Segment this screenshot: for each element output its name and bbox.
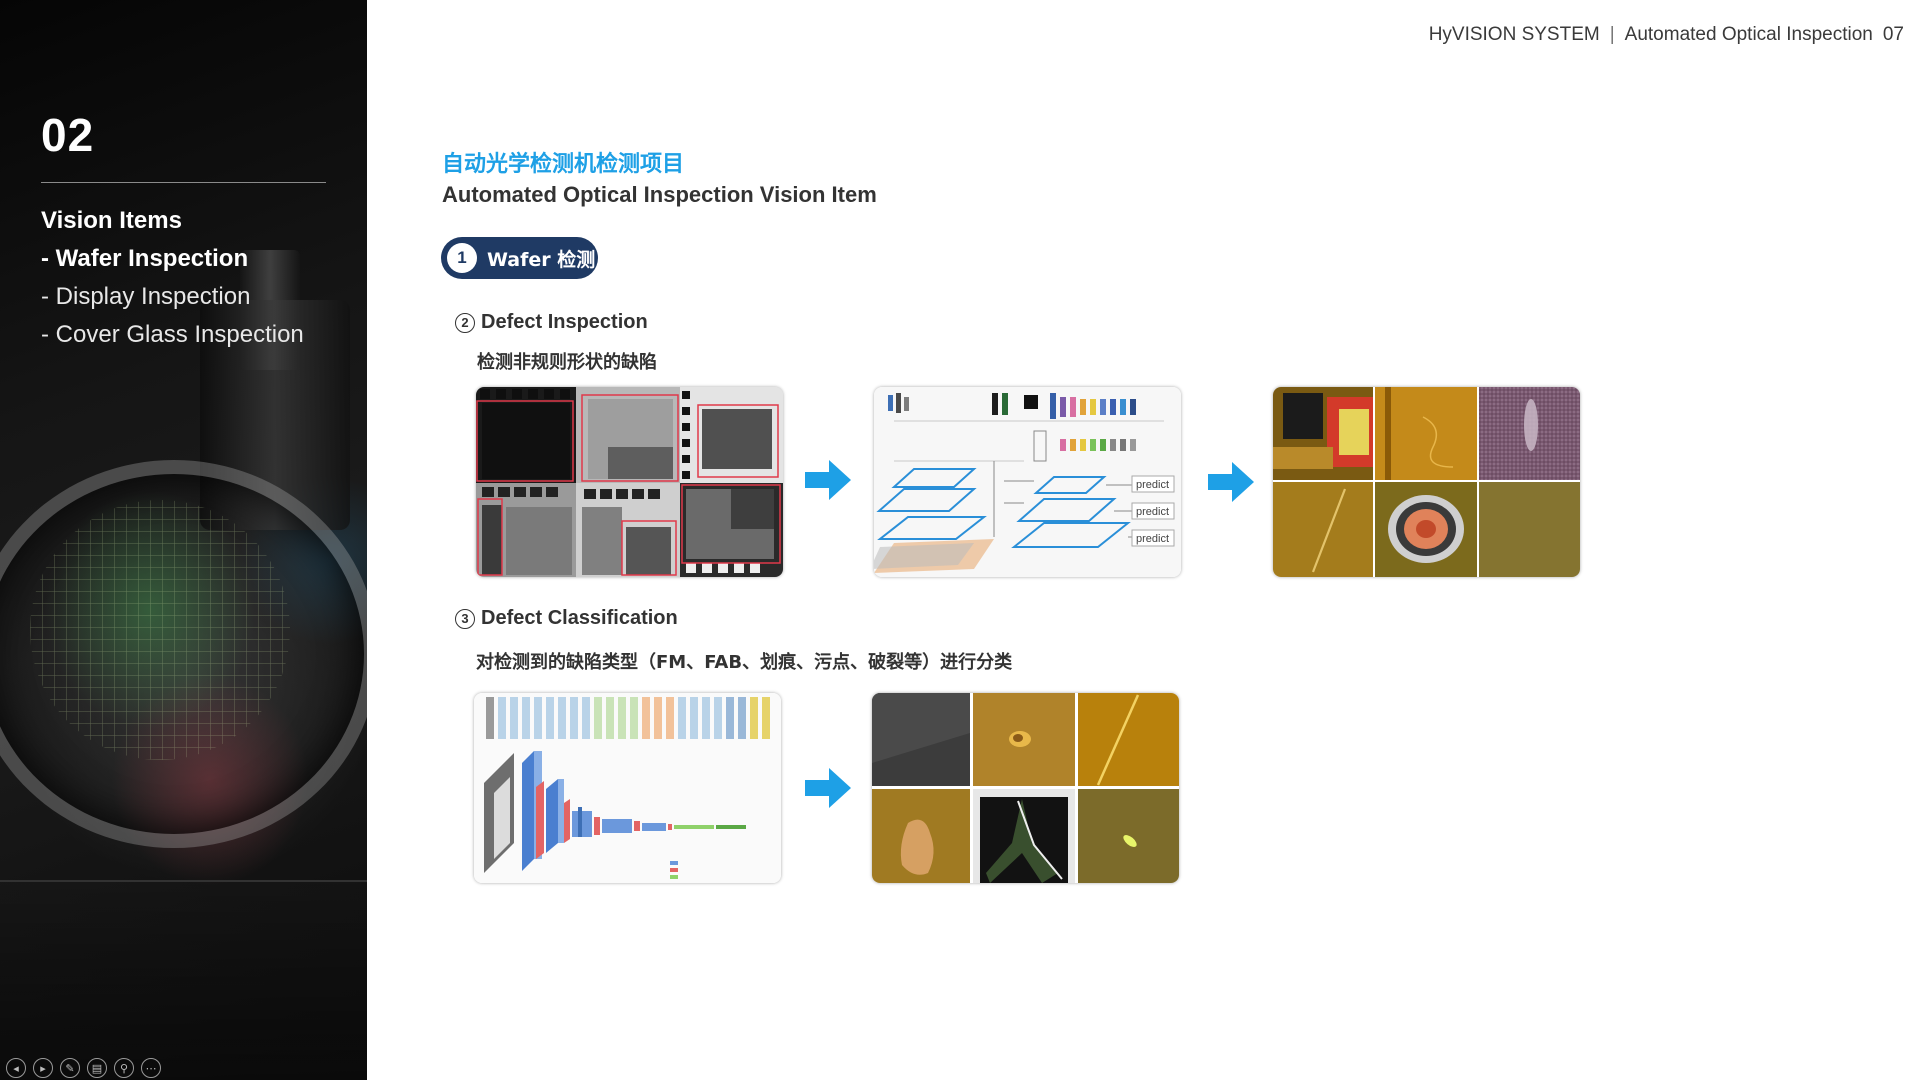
pen-icon[interactable]: ✎ [60,1058,80,1078]
nav-item-wafer-inspection[interactable]: - Wafer Inspection [41,245,249,272]
step-marker: 2 [455,312,475,333]
step-marker: 3 [455,608,475,629]
nav-item-display-inspection[interactable]: - Display Inspection [41,283,251,310]
stage-image [0,880,367,1080]
arrow-right-icon [1208,462,1254,502]
slides-icon[interactable]: ▤ [87,1058,107,1078]
section-nav: Vision Items - Wafer Inspection - Displa… [41,202,304,354]
more-icon[interactable]: ⋯ [141,1058,161,1078]
next-icon[interactable]: ▸ [33,1058,53,1078]
arrow-right-icon [805,460,851,500]
predict-label-1: predict [1136,479,1169,491]
sidebar: 02 Vision Items - Wafer Inspection - Dis… [0,0,367,1080]
cnn-architecture-diagram [474,693,781,883]
badge-label: Wafer 检测 [487,248,596,271]
nav-item-cover-glass-inspection[interactable]: - Cover Glass Inspection [41,321,304,348]
defect-classification-title: Defect Classification [481,607,678,629]
wafer-grid-image [30,500,290,760]
page-number: 07 [1882,24,1904,45]
detected-defects-image [1273,387,1580,577]
defect-inspection-description: 检测非规则形状的缺陷 [477,352,657,373]
wafer-inspection-badge: 1 Wafer 检测 [441,237,598,279]
nav-title: Vision Items [41,207,182,234]
section-number: 02 [41,109,95,161]
page-header: HyVISION SYSTEM | Automated Optical Insp… [1429,24,1904,46]
header-separator: | [1609,24,1615,45]
header-subtitle: Automated Optical Inspection [1624,24,1873,45]
page-title-cn: 自动光学检测机检测项目 [442,152,685,177]
prev-icon[interactable]: ◂ [6,1058,26,1078]
badge-number: 1 [447,243,477,273]
section-divider [41,182,326,183]
defect-inspection-heading: 2 Defect Inspection [455,311,648,334]
zoom-icon[interactable]: ⚲ [114,1058,134,1078]
page-title-en: Automated Optical Inspection Vision Item [442,182,877,207]
detection-network-diagram: predict predict predict [874,387,1181,577]
defect-classification-heading: 3 Defect Classification [455,607,678,630]
classified-defects-image [872,693,1179,883]
predict-label-3: predict [1136,533,1169,545]
slideshow-controls: ◂ ▸ ✎ ▤ ⚲ ⋯ [6,1058,161,1078]
arrow-right-icon [805,768,851,808]
wafer-pattern-image [476,387,783,577]
defect-classification-description: 对检测到的缺陷类型（FM、FAB、划痕、污点、破裂等）进行分类 [476,652,1013,673]
predict-label-2: predict [1136,506,1169,518]
defect-inspection-title: Defect Inspection [481,311,648,333]
brand-name: HyVISION SYSTEM [1428,24,1600,45]
